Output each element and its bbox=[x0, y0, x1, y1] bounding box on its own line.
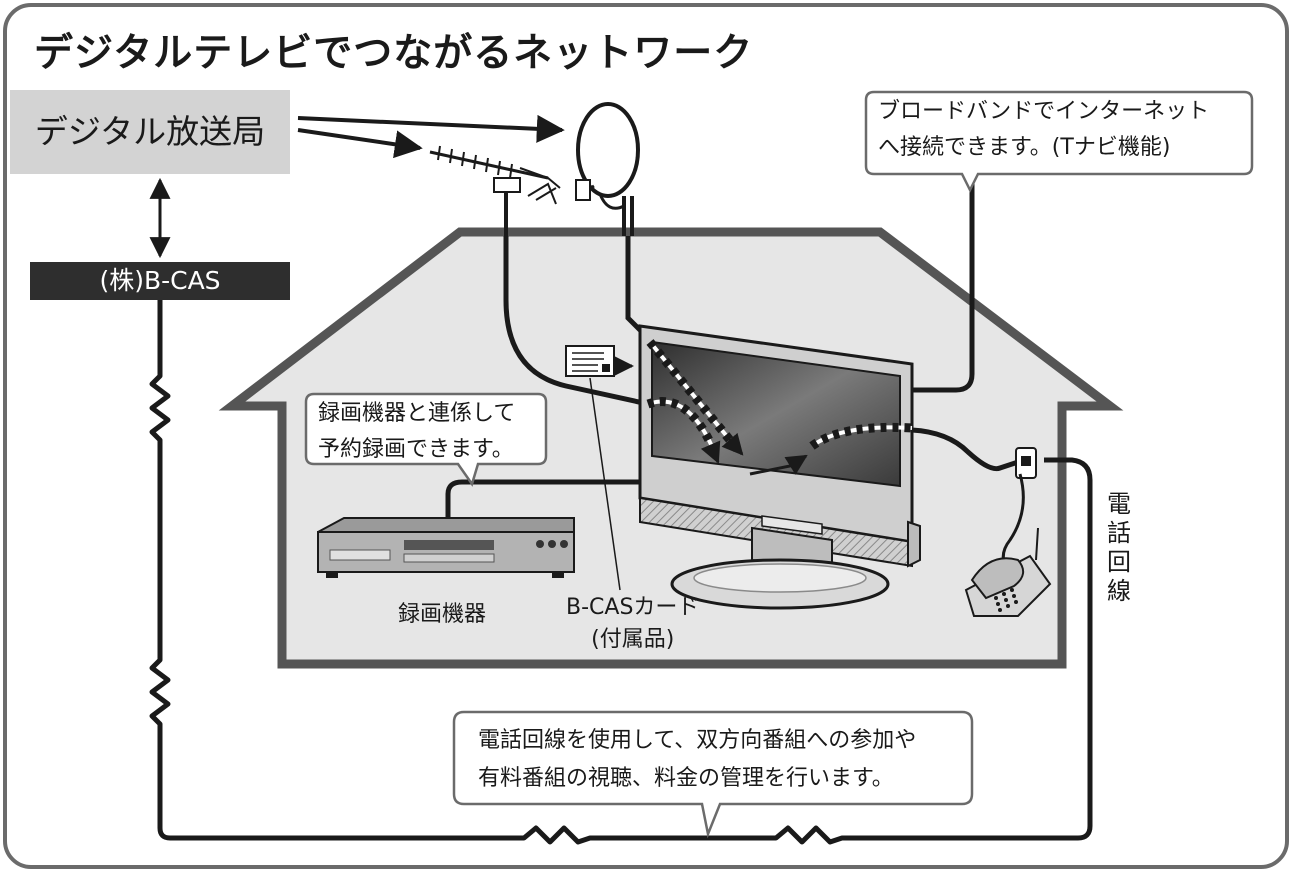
recorder-device bbox=[317, 517, 575, 578]
uhf-antenna bbox=[429, 145, 561, 236]
signal-arrow-antenna bbox=[700, 440, 721, 464]
signal-arrow-dish bbox=[721, 432, 744, 456]
bcas-company-label: (株)B-CAS bbox=[99, 266, 221, 295]
phone-line-callout-text: 電話回線を使用して、双方向番組への参加や 有料番組の視聴、料金の管理を行います。 bbox=[478, 722, 916, 798]
signal-path-dish-white bbox=[648, 340, 740, 452]
phone-line-callout-line-2: 有料番組の視聴、料金の管理を行います。 bbox=[478, 766, 894, 791]
phone-line-wire bbox=[149, 300, 1093, 845]
broadband-callout-line-1: ブロードバンドでインターネット bbox=[878, 99, 1210, 124]
phone-line-callout-bubble bbox=[452, 710, 974, 839]
broadcast-arrow-antenna bbox=[297, 128, 423, 159]
recording-callout-bubble bbox=[304, 392, 548, 487]
signal-path-antenna bbox=[646, 397, 721, 458]
telephone bbox=[964, 527, 1052, 617]
signal-path-broadband-white bbox=[810, 425, 913, 448]
recorder-cable bbox=[445, 479, 640, 518]
bcas-company-box bbox=[30, 262, 290, 300]
broadcaster-label: デジタル放送局 bbox=[34, 112, 266, 151]
recorder-label: 録画機器 bbox=[398, 602, 487, 627]
bcas-card-note: (付属品) bbox=[591, 627, 675, 652]
broadband-line bbox=[912, 172, 975, 393]
broadband-callout-bubble bbox=[864, 90, 1254, 193]
tv-set bbox=[638, 324, 921, 610]
recording-callout-text: 録画機器と連係して 予約録画できます。 bbox=[318, 396, 515, 468]
phone-line-label: 電話回線 bbox=[1107, 490, 1131, 605]
tv-phone-cable bbox=[911, 427, 1019, 472]
recording-callout-line-1: 録画機器と連係して bbox=[318, 401, 516, 426]
signal-path-broadband bbox=[809, 422, 913, 450]
satellite-dish bbox=[575, 102, 640, 236]
broadcaster-box bbox=[10, 90, 290, 174]
bcas-card-name: B-CASカード bbox=[566, 595, 700, 620]
broadband-callout-line-2: へ接続できます。(Tナビ機能) bbox=[878, 135, 1171, 160]
broadband-callout-text: ブロードバンドでインターネット へ接続できます。(Tナビ機能) bbox=[878, 94, 1209, 166]
phone-line-callout-line-1: 電話回線を使用して、双方向番組への参加や bbox=[478, 728, 917, 753]
recording-callout-line-2: 予約録画できます。 bbox=[318, 437, 514, 462]
page-title: デジタルテレビでつながるネットワーク bbox=[34, 31, 754, 76]
broadcast-arrow-satellite bbox=[297, 114, 565, 143]
antenna-cable bbox=[503, 236, 649, 407]
signal-path-out bbox=[749, 454, 808, 476]
bcas-card-label: B-CASカード (付属品) bbox=[566, 592, 699, 656]
